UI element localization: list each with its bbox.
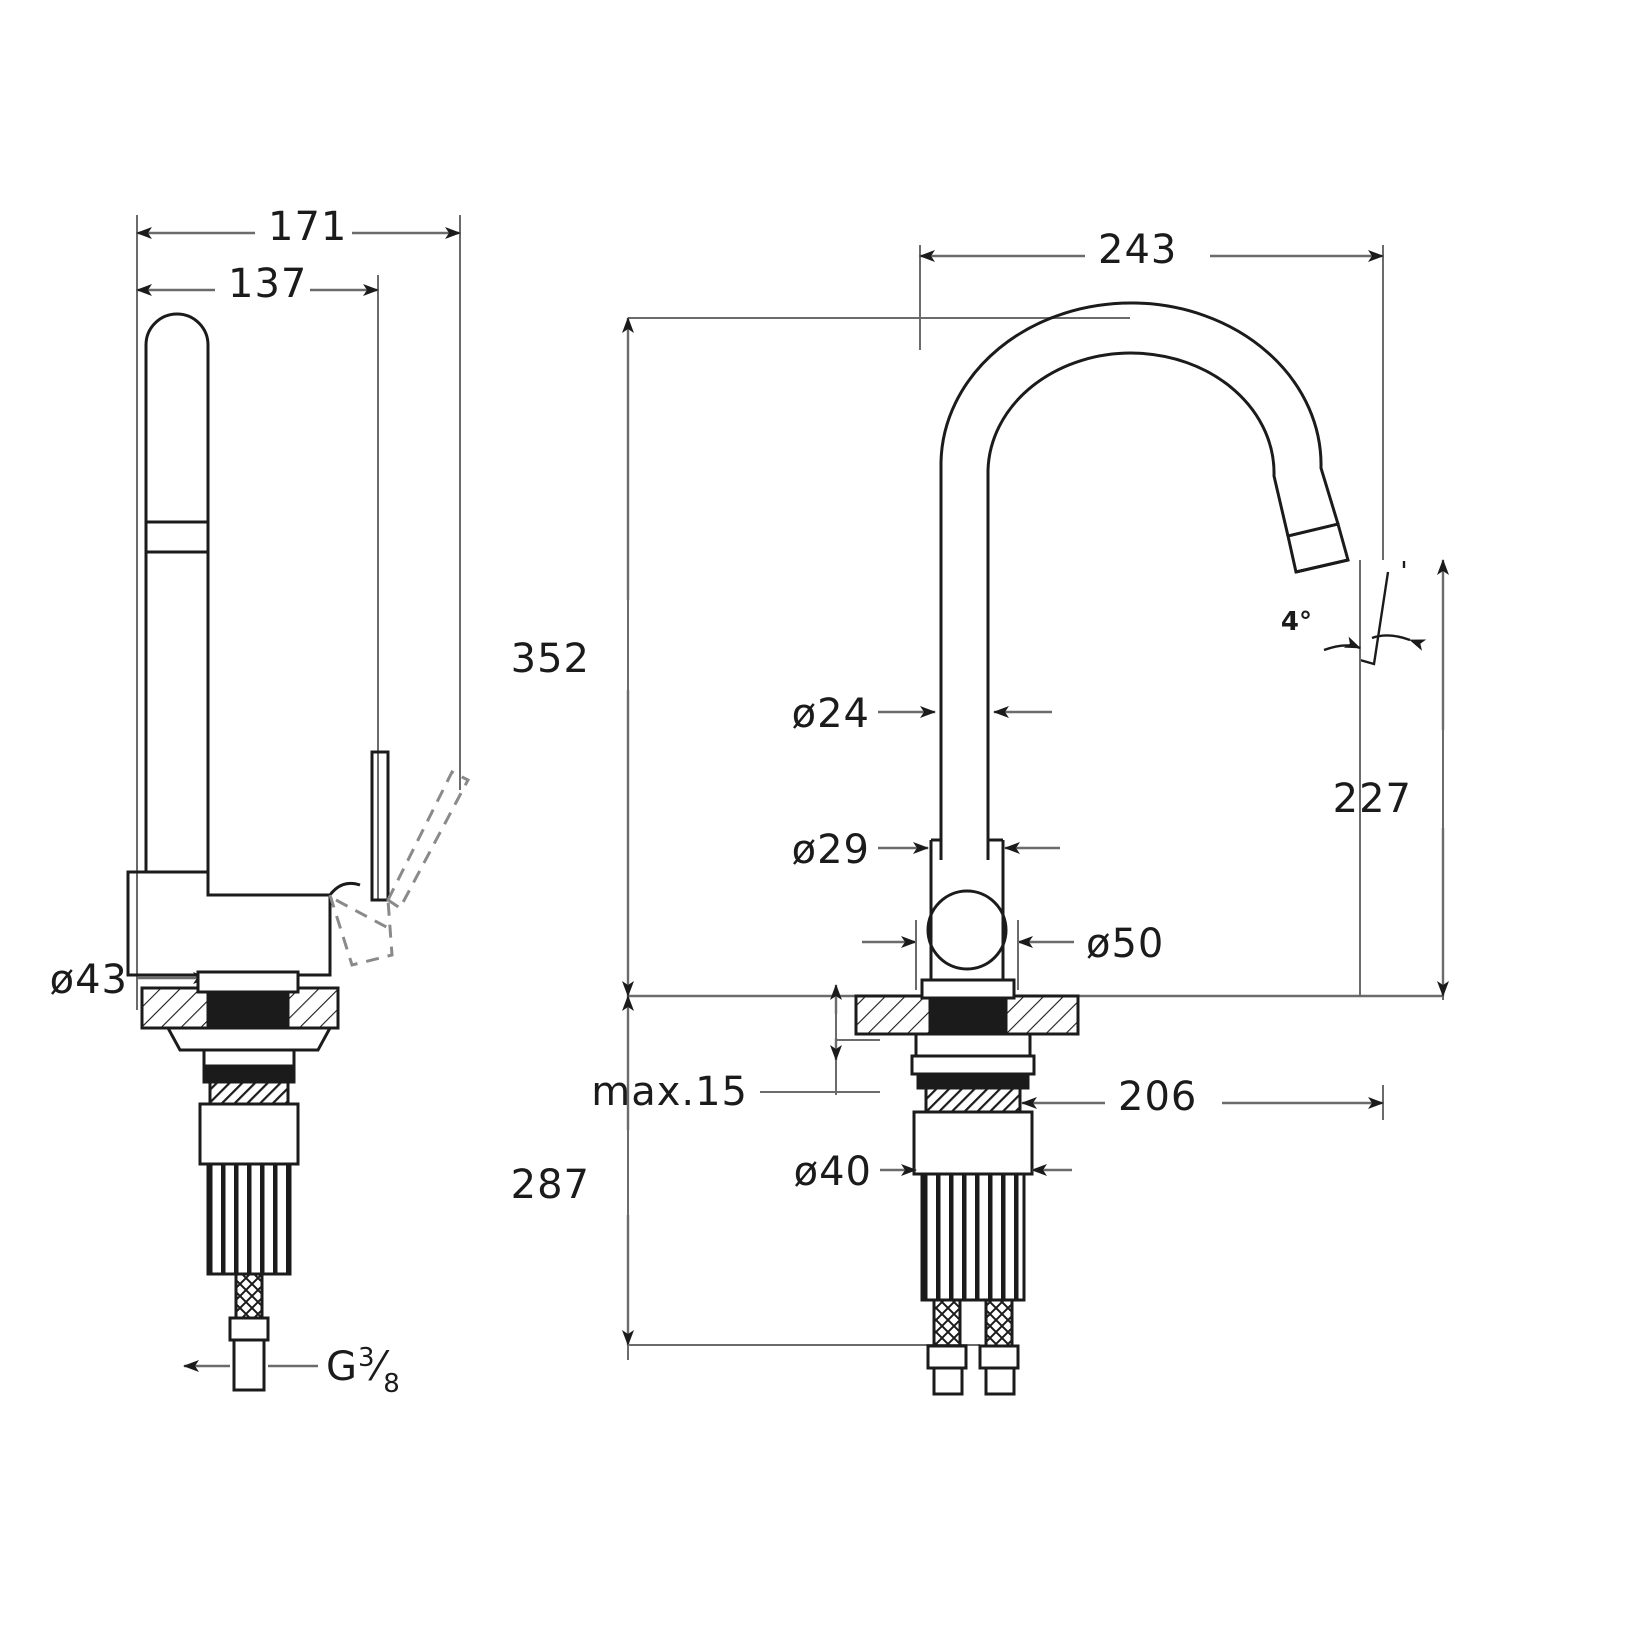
dimension-d40-label: ø40 — [794, 1149, 872, 1195]
thread-denominator: 8 — [383, 1369, 401, 1399]
dimension-angle-4-label: 4° — [1281, 607, 1312, 637]
dimension-352: 352 — [511, 317, 634, 997]
dimension-287-label: 287 — [511, 1162, 590, 1208]
dimension-137: 137 — [136, 261, 379, 307]
dimension-d50-label: ø50 — [1086, 921, 1164, 967]
side-mount-assembly — [165, 970, 333, 1392]
dimension-d29: ø29 — [792, 827, 1060, 873]
dimension-max15-label: max.15 — [591, 1069, 748, 1115]
dimension-227: 227 — [1333, 559, 1449, 997]
front-countertop — [854, 994, 1080, 1036]
angle-value: 4 — [1281, 607, 1299, 637]
side-countertop — [140, 986, 340, 1030]
dimension-206-label: 206 — [1118, 1074, 1197, 1120]
dimension-d24-label: ø24 — [792, 691, 870, 737]
dimension-d50: ø50 — [862, 920, 1164, 990]
front-gooseneck-spout — [939, 301, 1340, 860]
dimension-g38-label: G3⁄8 — [326, 1343, 401, 1399]
dimension-angle-4: 4° — [1281, 560, 1427, 996]
side-lever-handle-closed — [328, 750, 390, 902]
front-mount-assembly — [910, 978, 1036, 1396]
side-extension-lines — [136, 215, 461, 1010]
dimension-287: 287 — [511, 995, 980, 1346]
dimension-227-label: 227 — [1333, 776, 1412, 822]
dimension-d43-label: ø43 — [50, 957, 128, 1003]
side-lever-handle-open — [328, 769, 471, 967]
thread-numerator: 3 — [358, 1343, 376, 1373]
side-body-block — [126, 870, 332, 977]
side-view: 171 137 — [50, 204, 471, 1399]
front-view: 243 352 287 227 206 — [511, 227, 1449, 1396]
thread-prefix: G — [326, 1344, 358, 1390]
dimension-243-label: 243 — [1098, 227, 1177, 273]
dimension-171-label: 171 — [268, 204, 347, 250]
dimension-d43: ø43 — [50, 957, 209, 1003]
dimension-243: 243 — [919, 227, 1384, 273]
dimension-137-label: 137 — [228, 261, 307, 307]
side-spout-column — [144, 312, 210, 874]
dimension-d24: ø24 — [792, 691, 1052, 737]
front-handle-hub — [926, 889, 1008, 971]
dimension-d29-label: ø29 — [792, 827, 870, 873]
front-spout-outlet — [1286, 522, 1350, 574]
dimension-g38: G3⁄8 — [183, 1343, 401, 1399]
dimension-352-label: 352 — [511, 636, 590, 682]
angle-degree-symbol: ° — [1299, 607, 1312, 637]
dimension-max15: max.15 — [591, 984, 842, 1115]
dimension-206: 206 — [1021, 1074, 1384, 1120]
front-extension-lines — [627, 245, 1444, 1360]
dimension-171: 171 — [136, 204, 461, 250]
dimension-d40: ø40 — [794, 1149, 1072, 1195]
